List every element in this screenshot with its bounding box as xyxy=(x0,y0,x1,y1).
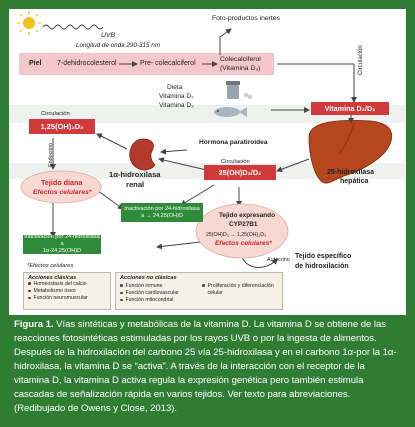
conversion-label: 25(OH)D₃ → 1,25(OH)₂D₃ xyxy=(206,232,267,238)
dehidrocolesterol-label: 7-dehidrocolesterol xyxy=(57,60,117,67)
autocrino-label: Autocrino xyxy=(267,257,290,263)
uvb-wave xyxy=(42,24,104,30)
acciones-clasicas-box: Acciones clásicas Homeostasis del calcio… xyxy=(23,272,111,310)
calcidiol-box: 25(OH)D₃/D₂ xyxy=(204,165,276,180)
list-item: Función mitocondrial xyxy=(120,297,179,304)
calcitriol-box: 1,25(OH)₂D₃ xyxy=(29,119,95,134)
uvb-label: UVB xyxy=(101,32,115,39)
diagram-graphics xyxy=(9,11,406,268)
inactivacion-24b-formula: 1α-24,25(OH)D xyxy=(42,248,82,254)
wavelength-label: Longitud de onda 290-315 nm xyxy=(76,42,161,49)
efectos-celulares-2-label: Efectos celulares* xyxy=(215,240,272,247)
endocrino-label: Endocrino xyxy=(48,142,54,167)
list-item: Metabolismo óseo xyxy=(28,288,106,295)
vitamina-d2-diet-label: Vitamina D₂ xyxy=(159,93,194,100)
piel-label: Piel xyxy=(29,60,42,67)
list-item: Función neuromuscular xyxy=(28,295,106,302)
hidroxilasa-25-label: 25-hidroxilasa xyxy=(327,169,375,176)
tejido-especifico-label: Tejido específico xyxy=(295,253,352,260)
list-item: Homeostasis del calcio xyxy=(28,281,106,288)
hepatica-label: hepática xyxy=(340,178,369,185)
inactivacion-24-box: Inactivación por 24-hidroxilasa a → 24,2… xyxy=(121,203,203,222)
diagram-panel: Foto-productos inertes UVB Longitud de o… xyxy=(9,9,406,315)
foto-productos-label: Foto-productos inertes xyxy=(212,15,281,22)
fish-icon xyxy=(214,107,247,117)
efectos-celulares-label: Efectos celulares* xyxy=(33,189,92,196)
vitamina-d3-d2-box: Vitamina D₃/D₂ xyxy=(311,102,389,115)
vitamina-d3-label: (Vitamina D₃) xyxy=(220,65,261,72)
acciones-no-clasicas-box: Acciones no clásicas Función inmune Func… xyxy=(115,272,283,310)
vitamina-d3-diet-label: Vitamina D₃ xyxy=(159,102,194,109)
pill-bottle-icon xyxy=(226,81,253,100)
tejido-expresando-label: Tejido expresando xyxy=(219,212,275,219)
efectos-note-label: *Efectos celulares xyxy=(27,263,74,269)
renal-hidroxilasa-label: 1α-hidroxilasa xyxy=(109,170,161,179)
figure-caption: Figura 1. Vías sintéticas y metabólicas … xyxy=(14,318,402,422)
kidney-icon xyxy=(129,138,156,171)
colecalciferol-label: Colecalciferol xyxy=(220,56,261,63)
acciones-no-clasicas-title: Acciones no clásicas xyxy=(120,275,177,281)
circulacion-vertical-label: Circulación xyxy=(358,45,364,75)
dieta-label: Dieta xyxy=(167,84,183,91)
list-item: Función inmune xyxy=(120,283,179,290)
list-item: Proliferación y diferenciación xyxy=(202,283,274,290)
list-item: Función cardiovascular xyxy=(120,290,179,297)
inactivacion-24-formula: a → 24,25(OH)D xyxy=(141,212,183,219)
figure-label: Figura 1. xyxy=(14,319,54,330)
inactivacion-24b-title: Inactivación por 24-hidroxilasa a xyxy=(24,234,100,247)
sun-icon xyxy=(17,11,41,35)
cyp27b1-label: CYP27B1 xyxy=(229,221,258,228)
pre-colecalciferol-label: Pre- colecalciferol xyxy=(140,60,196,67)
caption-text: Vías sintéticas y metabólicas de la vita… xyxy=(14,319,397,414)
tejido-diana-ellipse xyxy=(20,170,102,204)
circulacion-left-label: Circulación xyxy=(41,111,70,117)
hormona-paratiroidea-label: Hormona paratiroidea xyxy=(199,139,268,146)
list-item: celular xyxy=(207,290,223,297)
liver-icon xyxy=(308,119,393,184)
hidroxilacion-label: de hidroxilación xyxy=(295,263,349,270)
tejido-expresando-ellipse xyxy=(195,203,289,259)
circulacion-mid-label: Circulación xyxy=(221,159,250,165)
skin-band xyxy=(19,53,274,75)
inactivacion-24-title: Inactivación por 24-hidroxilasa xyxy=(124,205,200,212)
inactivacion-24b-box: Inactivación por 24-hidroxilasa a 1α-24,… xyxy=(23,234,101,254)
renal-label: renal xyxy=(126,180,145,189)
acciones-clasicas-title: Acciones clásicas xyxy=(28,275,77,281)
tejido-diana-label: Tejido diana xyxy=(41,178,83,187)
